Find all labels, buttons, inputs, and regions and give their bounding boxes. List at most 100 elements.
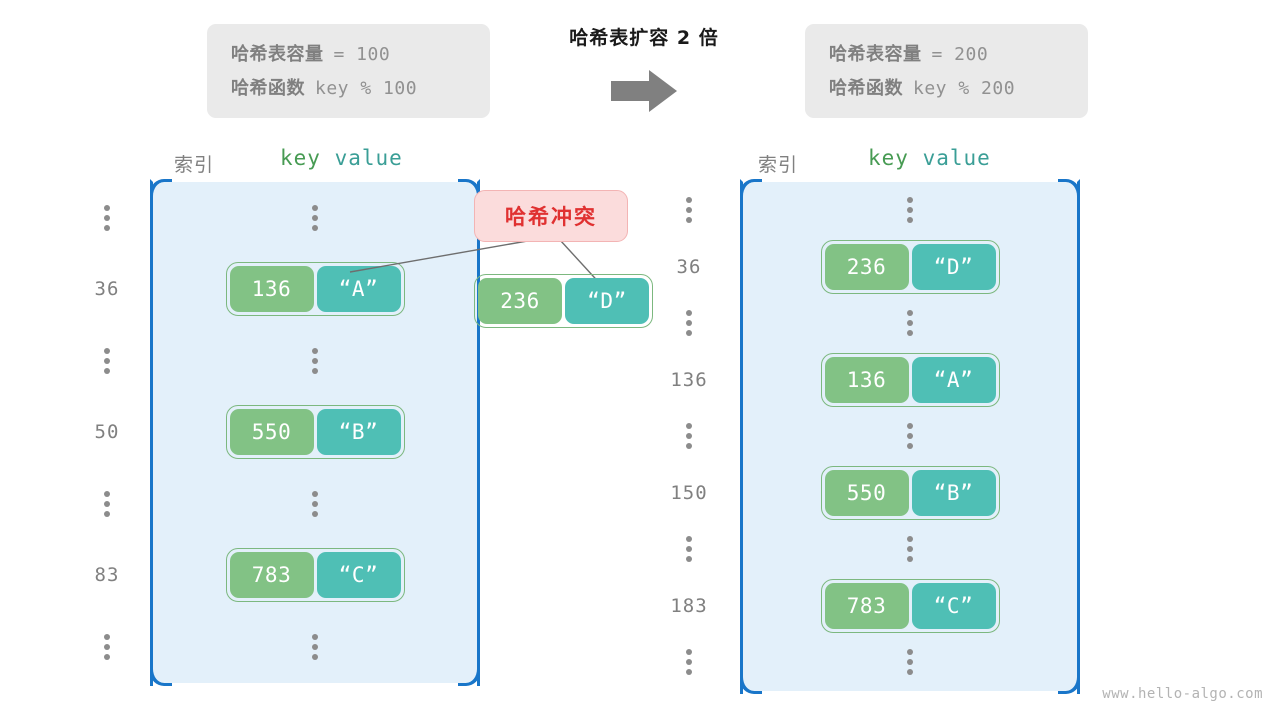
bucket-row-gap bbox=[686, 182, 1077, 239]
row-content bbox=[743, 310, 1077, 337]
row-index-label: 183 bbox=[670, 594, 708, 617]
row-content: 236“D” bbox=[743, 239, 1077, 294]
after-capacity-expr: = 200 bbox=[931, 44, 989, 65]
vertical-ellipsis-icon bbox=[312, 490, 318, 517]
bucket-row-entry: 36 236“D” bbox=[677, 239, 1077, 296]
vertical-ellipsis-icon bbox=[104, 490, 110, 517]
vertical-ellipsis-icon bbox=[907, 649, 913, 676]
row-index-label bbox=[61, 325, 153, 397]
kv-key: 136 bbox=[824, 356, 909, 403]
after-header-key: key bbox=[868, 146, 909, 170]
before-row-list: 36 136“A” 50 550“B” 83 783“C” bbox=[95, 182, 477, 683]
transition-title: 哈希表扩容 2 倍 bbox=[569, 27, 719, 49]
transition-group: 哈希表扩容 2 倍 bbox=[516, 24, 772, 124]
row-index-label bbox=[643, 634, 735, 691]
kv-key: 783 bbox=[824, 582, 909, 629]
after-function-label: 哈希函数 bbox=[829, 78, 903, 99]
vertical-ellipsis-icon bbox=[312, 347, 318, 374]
kv-pair[interactable]: 236 “D” bbox=[474, 274, 653, 328]
before-config-box: 哈希表容量 = 100 哈希函数 key % 100 bbox=[207, 24, 490, 118]
kv-key: 550 bbox=[824, 469, 909, 516]
kv-pair[interactable]: 550“B” bbox=[225, 405, 405, 460]
bucket-row-gap bbox=[686, 634, 1077, 691]
kv-value: “B” bbox=[316, 409, 401, 456]
row-content: 136“A” bbox=[153, 262, 477, 317]
bucket-row-entry: 183 783“C” bbox=[670, 578, 1077, 635]
row-content bbox=[153, 490, 477, 517]
before-header-index: 索引 bbox=[174, 154, 215, 176]
row-content bbox=[153, 204, 477, 231]
bucket-corner-bottom-right bbox=[1058, 671, 1080, 694]
row-content: 783“C” bbox=[743, 578, 1077, 633]
kv-value: “A” bbox=[911, 356, 996, 403]
vertical-ellipsis-icon bbox=[907, 423, 913, 450]
row-content bbox=[743, 649, 1077, 676]
kv-pair[interactable]: 136“A” bbox=[820, 352, 1000, 407]
vertical-ellipsis-icon bbox=[104, 633, 110, 660]
before-function-expr: key % 100 bbox=[315, 78, 418, 99]
row-index-label: 50 bbox=[94, 421, 120, 444]
row-index-label: 136 bbox=[670, 368, 708, 391]
row-index-label: 150 bbox=[670, 481, 708, 504]
row-content: 783“C” bbox=[153, 548, 477, 603]
bucket-row-entry: 50 550“B” bbox=[95, 397, 477, 469]
kv-key: 136 bbox=[229, 266, 314, 313]
row-content bbox=[743, 536, 1077, 563]
watermark: www.hello-algo.com bbox=[1102, 686, 1263, 702]
before-capacity-label: 哈希表容量 bbox=[231, 44, 324, 65]
bucket-row-gap bbox=[104, 468, 477, 540]
collision-callout: 哈希冲突 bbox=[474, 190, 628, 242]
right-arrow-icon bbox=[516, 68, 772, 114]
after-header-index: 索引 bbox=[758, 154, 799, 176]
colliding-entry-pair: 236 “D” bbox=[474, 274, 653, 328]
row-index-label: 36 bbox=[94, 278, 120, 301]
after-capacity-line: 哈希表容量 = 200 bbox=[829, 38, 1064, 72]
bucket-corner-bottom-right bbox=[458, 663, 480, 686]
row-index-label bbox=[61, 182, 153, 254]
kv-pair[interactable]: 550“B” bbox=[820, 465, 1000, 520]
row-index-label: 36 bbox=[676, 255, 702, 278]
before-header-key: key bbox=[280, 146, 321, 170]
vertical-ellipsis-icon bbox=[907, 536, 913, 563]
before-column-headers: 索引 key value bbox=[150, 140, 480, 182]
before-header-value: value bbox=[334, 146, 403, 170]
after-function-expr: key % 200 bbox=[913, 78, 1016, 99]
row-index-label bbox=[61, 468, 153, 540]
row-content bbox=[743, 197, 1077, 224]
after-column-headers: 索引 key value bbox=[740, 140, 1080, 182]
kv-pair[interactable]: 136“A” bbox=[225, 262, 405, 317]
row-content: 550“B” bbox=[743, 465, 1077, 520]
vertical-ellipsis-icon bbox=[312, 204, 318, 231]
bucket-row-gap bbox=[104, 325, 477, 397]
before-function-label: 哈希函数 bbox=[231, 78, 305, 99]
row-index-label bbox=[61, 611, 153, 683]
header-gap bbox=[909, 146, 923, 170]
kv-pair[interactable]: 236“D” bbox=[820, 239, 1000, 294]
row-content bbox=[153, 633, 477, 660]
row-index-label bbox=[643, 182, 735, 239]
kv-key: 550 bbox=[229, 409, 314, 456]
kv-pair[interactable]: 783“C” bbox=[820, 578, 1000, 633]
before-hash-table-panel: 索引 key value 36 136“A” 50 550“B” 83 783“C” bbox=[95, 140, 480, 686]
vertical-ellipsis-icon bbox=[312, 633, 318, 660]
vertical-ellipsis-icon bbox=[686, 649, 692, 676]
bucket-row-gap bbox=[686, 295, 1077, 352]
kv-value: “C” bbox=[316, 552, 401, 599]
row-content: 550“B” bbox=[153, 405, 477, 460]
bucket-corner-top-right bbox=[1058, 179, 1080, 201]
row-index-label: 83 bbox=[94, 564, 120, 587]
kv-value: “D” bbox=[565, 278, 649, 324]
after-config-box: 哈希表容量 = 200 哈希函数 key % 200 bbox=[805, 24, 1088, 118]
before-bucket-array: 36 136“A” 50 550“B” 83 783“C” bbox=[95, 179, 480, 686]
kv-pair[interactable]: 783“C” bbox=[225, 548, 405, 603]
bucket-corner-bottom-left bbox=[740, 671, 762, 694]
header-gap bbox=[321, 146, 335, 170]
bucket-row-gap bbox=[686, 521, 1077, 578]
bucket-corner-bottom-left bbox=[150, 663, 172, 686]
bucket-row-entry: 83 783“C” bbox=[95, 540, 477, 612]
bucket-row-entry: 36 136“A” bbox=[95, 254, 477, 326]
